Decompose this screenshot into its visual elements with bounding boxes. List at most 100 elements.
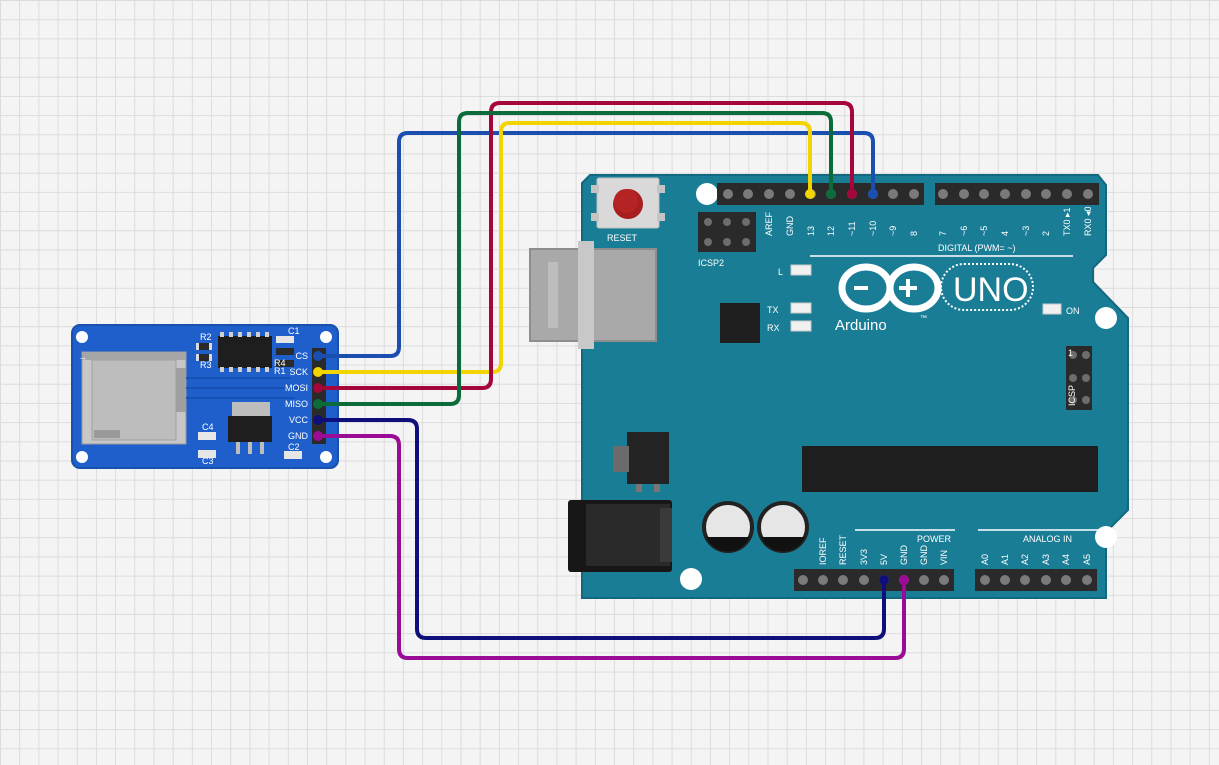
analog-pin-label: A0 xyxy=(980,554,990,565)
header-pin-hole[interactable] xyxy=(1021,189,1031,199)
header-pin-hole[interactable] xyxy=(909,189,919,199)
led-on xyxy=(1042,303,1062,315)
analog-pin-label: A2 xyxy=(1020,554,1030,565)
wire-cs-to-10[interactable] xyxy=(316,131,875,358)
header-pin-hole[interactable] xyxy=(785,189,795,199)
power-pin-label: GND xyxy=(919,545,929,566)
digital-pin-label: 13 xyxy=(806,226,816,236)
header-pin-hole[interactable] xyxy=(979,189,989,199)
header-pin-hole[interactable] xyxy=(1000,575,1010,585)
component-label: C3 xyxy=(202,456,214,466)
component-label: C1 xyxy=(288,326,300,336)
led-rx-label: RX xyxy=(767,323,780,333)
header-pin-hole[interactable] xyxy=(723,189,733,199)
wire-endpoint xyxy=(899,575,909,585)
power-jack xyxy=(568,500,672,572)
icsp-header xyxy=(1066,346,1092,410)
header-pin-hole[interactable] xyxy=(1083,189,1093,199)
header-pin-hole[interactable] xyxy=(1061,575,1071,585)
header-pin-hole[interactable] xyxy=(1041,575,1051,585)
wire-endpoint xyxy=(879,575,889,585)
digital-pin-label: TX0 ▸1 xyxy=(1062,207,1072,236)
wire-endpoint xyxy=(868,189,878,199)
sd-pin-header xyxy=(312,348,326,444)
trademark: ™ xyxy=(920,315,927,322)
wire-miso-to-12[interactable] xyxy=(316,111,833,406)
header-pin-hole[interactable] xyxy=(888,189,898,199)
wire-endpoint xyxy=(313,383,323,393)
wire-endpoint xyxy=(313,431,323,441)
power-pin-label: IOREF xyxy=(818,537,828,565)
wire-endpoint xyxy=(313,415,323,425)
sd-card-slot: → xyxy=(78,351,187,445)
power-header xyxy=(794,569,954,591)
bottom-pin-row xyxy=(798,575,1092,585)
mounting-hole xyxy=(320,451,332,463)
header-pin-hole[interactable] xyxy=(1000,189,1010,199)
component-label: R4 xyxy=(274,358,286,368)
component-label: C4 xyxy=(202,422,214,432)
header-pin-hole[interactable] xyxy=(743,189,753,199)
component-label: R3 xyxy=(200,360,212,370)
power-label: POWER xyxy=(917,534,952,544)
sd-pin-label: VCC xyxy=(289,415,309,425)
analog-header xyxy=(975,569,1097,591)
header-pin-hole[interactable] xyxy=(1041,189,1051,199)
header-pin-hole[interactable] xyxy=(838,575,848,585)
digital-pin-label: ~5 xyxy=(979,226,989,236)
analog-pin-label: A3 xyxy=(1041,554,1051,565)
header-pin-hole[interactable] xyxy=(938,189,948,199)
atmega-chip xyxy=(802,446,1098,492)
component-label: C2 xyxy=(288,442,300,452)
uno-logo-text: UNO xyxy=(953,271,1029,309)
sd-pin-label: CS xyxy=(295,351,308,361)
led-on-label: ON xyxy=(1066,306,1080,316)
header-pin-hole[interactable] xyxy=(1082,575,1092,585)
header-pin-hole[interactable] xyxy=(764,189,774,199)
digital-pin-label: ~10 xyxy=(868,221,878,236)
sd-pin-label: MISO xyxy=(285,399,308,409)
digital-pin-label: ~6 xyxy=(959,226,969,236)
header-pin-hole[interactable] xyxy=(798,575,808,585)
header-pin-hole[interactable] xyxy=(818,575,828,585)
header-pin-hole[interactable] xyxy=(980,575,990,585)
wire-endpoint xyxy=(805,189,815,199)
mounting-hole xyxy=(680,568,702,590)
icsp-pin1: 1 xyxy=(1068,348,1073,358)
header-pin-hole[interactable] xyxy=(939,575,949,585)
header-pin-hole[interactable] xyxy=(859,575,869,585)
header-pin-hole[interactable] xyxy=(919,575,929,585)
reset-button[interactable] xyxy=(591,177,665,229)
capacitor xyxy=(702,501,754,553)
arduino-pcb xyxy=(581,174,1129,599)
power-pin-label: RESET xyxy=(838,534,848,565)
header-pin-hole[interactable] xyxy=(959,189,969,199)
wire-endpoint xyxy=(313,367,323,377)
led-rx xyxy=(790,320,812,332)
wire-gnd-to-gnd[interactable] xyxy=(316,434,906,660)
digital-pin-label: GND xyxy=(785,216,795,237)
analog-pin-label: A5 xyxy=(1082,554,1092,565)
mounting-hole xyxy=(1095,307,1117,329)
digital-pin-label: 7 xyxy=(938,231,948,236)
wire-endpoint xyxy=(313,399,323,409)
wire-mosi-to-11[interactable] xyxy=(316,101,854,390)
power-pin-label: 3V3 xyxy=(859,549,869,565)
icsp-label: ICSP xyxy=(1067,385,1077,406)
led-l-label: L xyxy=(778,267,783,277)
wire-sck-to-13[interactable] xyxy=(316,121,812,374)
digital-pin-label: 8 xyxy=(909,231,919,236)
digital-pin-label: 2 xyxy=(1041,231,1051,236)
header-pin-hole[interactable] xyxy=(1020,575,1030,585)
power-pin-label: VIN xyxy=(939,550,949,565)
mounting-hole xyxy=(76,451,88,463)
header-pin-hole[interactable] xyxy=(1062,189,1072,199)
component-label: R2 xyxy=(200,332,212,342)
digital-header-right xyxy=(935,183,1099,205)
wire-vcc-to-5v[interactable] xyxy=(316,418,886,640)
